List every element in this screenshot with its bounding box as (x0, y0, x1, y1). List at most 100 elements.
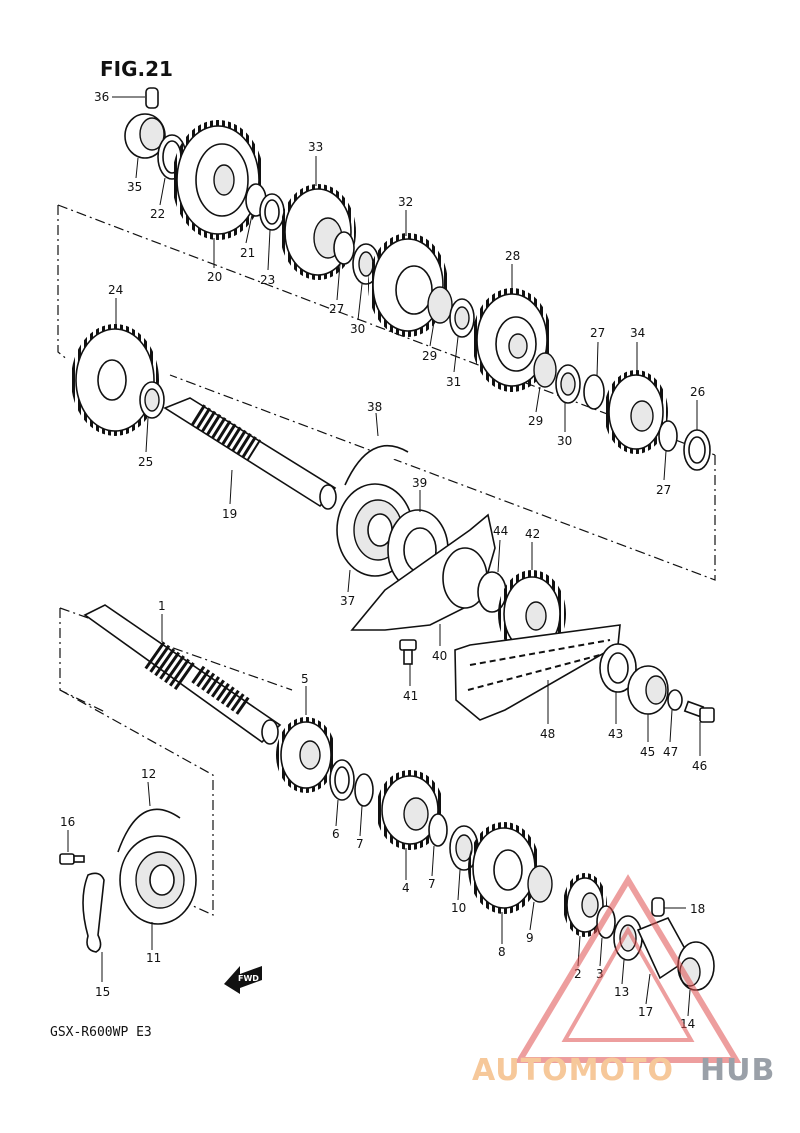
callout-31: 31 (446, 375, 461, 389)
callout-26: 26 (690, 385, 705, 399)
part-29-bushing-b (533, 352, 557, 413)
watermark-text-b: HUB (700, 1053, 775, 1088)
part-25-bushing (139, 381, 165, 453)
callout-23: 23 (260, 273, 275, 287)
callout-2: 2 (574, 967, 582, 981)
part-4-gear (376, 770, 444, 880)
part-14-bearing (677, 941, 715, 1017)
callout-12: 12 (141, 767, 156, 781)
part-48-chain (454, 624, 621, 724)
part-27-circlip-c (658, 420, 678, 481)
part-5-gear (276, 686, 336, 793)
callout-18: 18 (690, 902, 705, 916)
callout-3: 3 (596, 967, 604, 981)
part-19-countershaft (163, 397, 337, 510)
callout-32: 32 (398, 195, 413, 209)
callout-9: 9 (526, 931, 534, 945)
part-27-circlip-a (333, 231, 355, 301)
callout-37: 37 (340, 594, 355, 608)
callout-29a: 29 (422, 349, 437, 363)
part-31-splined-washer (449, 298, 475, 373)
callout-11: 11 (146, 951, 161, 965)
fwd-arrow-icon: FWD (224, 966, 262, 994)
part-43-lock-washer (599, 643, 637, 724)
part-16-screw (59, 830, 85, 865)
callout-6: 6 (332, 827, 340, 841)
part-8-gear (468, 822, 540, 944)
part-34-gear (604, 342, 668, 454)
watermark-logo-icon (514, 874, 742, 1063)
part-32-gear (368, 210, 448, 337)
figure-title: FIG.21 (100, 57, 173, 81)
callout-8: 8 (498, 945, 506, 959)
part-15-stopper-plate (82, 872, 105, 982)
callout-48: 48 (540, 727, 555, 741)
part-47-washer (667, 689, 683, 743)
part-7-circlip-b (428, 813, 448, 877)
callout-17: 17 (638, 1005, 653, 1019)
part-20-gear (172, 120, 264, 268)
part-41-bolt (399, 639, 417, 686)
callout-labels: 36 35 22 20 21 23 33 27 30 32 29 31 28 2… (60, 90, 707, 1031)
callout-16: 16 (60, 815, 75, 829)
automotohub-watermark (514, 874, 742, 1063)
part-36-pin (112, 87, 159, 109)
callout-41: 41 (403, 689, 418, 703)
callout-43: 43 (608, 727, 623, 741)
callout-33: 33 (308, 140, 323, 154)
countershaft-frame-right (169, 374, 716, 581)
callout-45: 45 (640, 745, 655, 759)
model-code: GSX-R600WP E3 (50, 1025, 152, 1040)
callout-4: 4 (402, 881, 410, 895)
part-24-gear (71, 298, 159, 436)
callout-21: 21 (240, 246, 255, 260)
callout-27c: 27 (656, 483, 671, 497)
part-38-circlip (344, 412, 409, 486)
bearing-frame (59, 689, 214, 916)
callout-20: 20 (207, 270, 222, 284)
part-35-needle-bearing (124, 113, 166, 179)
callout-13: 13 (614, 985, 629, 999)
part-26-washer (683, 400, 711, 471)
part-13-oil-seal (613, 915, 643, 985)
callout-19: 19 (222, 507, 237, 521)
part-12-circlip (117, 781, 181, 853)
fwd-label: FWD (238, 974, 259, 983)
part-2-gear (563, 873, 607, 967)
callout-30b: 30 (557, 434, 572, 448)
callout-42: 42 (525, 527, 540, 541)
callout-28: 28 (505, 249, 520, 263)
part-18-pin (651, 897, 686, 917)
callout-7b: 7 (428, 877, 436, 891)
callout-39: 39 (412, 476, 427, 490)
callout-38: 38 (367, 400, 382, 414)
part-7-circlip-a (354, 773, 374, 837)
callout-34: 34 (630, 326, 645, 340)
callout-10: 10 (451, 901, 466, 915)
part-27-circlip-b (583, 341, 605, 410)
callout-7a: 7 (356, 837, 364, 851)
part-29-bushing-a (427, 286, 453, 347)
callout-30a: 30 (350, 322, 365, 336)
callout-25: 25 (138, 455, 153, 469)
callout-22: 22 (150, 207, 165, 221)
callout-46: 46 (692, 759, 707, 773)
callout-24: 24 (108, 283, 123, 297)
callout-29b: 29 (528, 414, 543, 428)
watermark-text-a: AUTOMOTO (472, 1053, 674, 1088)
callout-44: 44 (493, 524, 508, 538)
part-45-nut (627, 665, 669, 742)
callout-35: 35 (127, 180, 142, 194)
callout-47: 47 (663, 745, 678, 759)
part-1-driveshaft (83, 604, 282, 745)
callout-27b: 27 (590, 326, 605, 340)
callout-1: 1 (158, 599, 166, 613)
part-6-washer (329, 759, 355, 827)
countershaft-group-frame (57, 205, 69, 361)
part-11-bearing (119, 835, 197, 950)
callout-40: 40 (432, 649, 447, 663)
callout-36: 36 (94, 90, 109, 104)
part-9-bushing (527, 865, 553, 931)
